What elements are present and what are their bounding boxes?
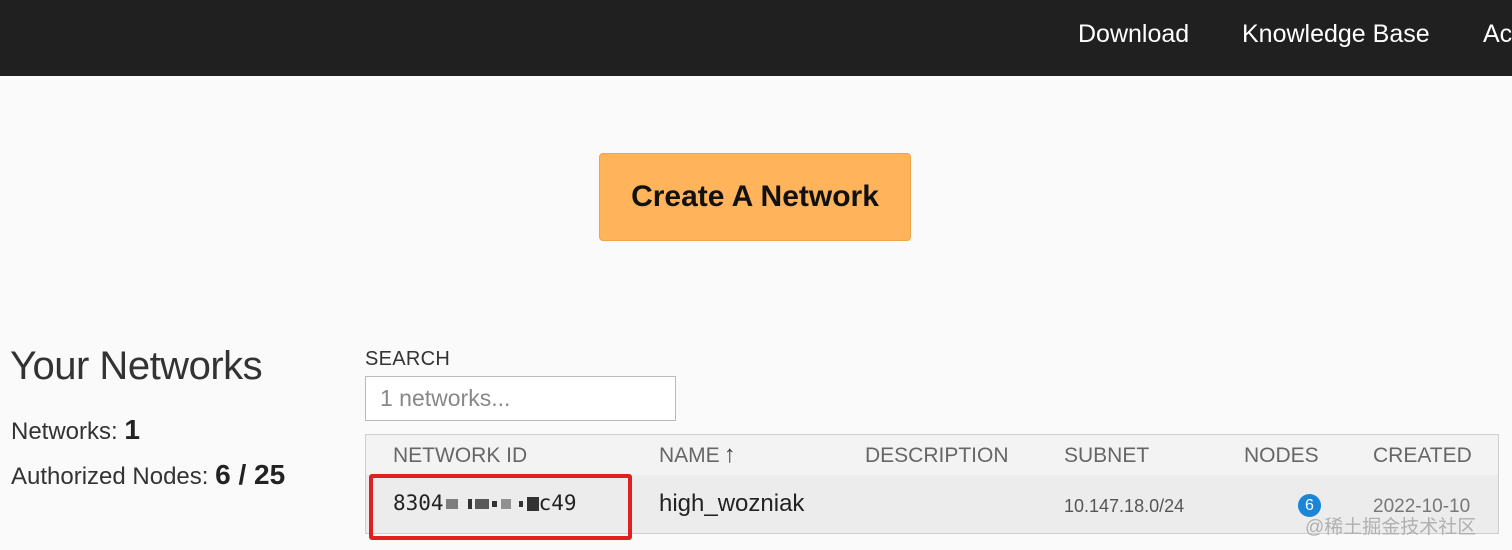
authorized-nodes-label: Authorized Nodes: <box>11 463 209 490</box>
network-id-suffix: c49 <box>538 491 577 515</box>
networks-count-value: 1 <box>124 414 140 445</box>
column-header-nodes[interactable]: NODES <box>1244 444 1319 467</box>
table-row[interactable]: 8304 c49 high_wozniak 10.147.18.0/24 6 20… <box>366 475 1498 533</box>
redacted-id-pixels <box>444 491 539 515</box>
created-date-cell: 2022-10-10 <box>1373 496 1471 517</box>
network-name-cell[interactable]: high_wozniak <box>659 490 805 517</box>
nav-knowledge-base-link[interactable]: Knowledge Base <box>1242 20 1430 48</box>
networks-table: NETWORK ID NAME↑ DESCRIPTION SUBNET NODE… <box>365 434 1499 534</box>
authorized-nodes-count: Authorized Nodes: 6 / 25 <box>11 459 285 491</box>
column-header-description[interactable]: DESCRIPTION <box>865 444 1009 467</box>
top-nav-bar: Download Knowledge Base Ac <box>0 0 1512 76</box>
column-header-name-label: NAME <box>659 444 720 467</box>
column-header-name[interactable]: NAME↑ <box>659 441 736 468</box>
column-header-network-id[interactable]: NETWORK ID <box>393 444 528 467</box>
create-network-button[interactable]: Create A Network <box>599 153 911 241</box>
networks-count: Networks: 1 <box>11 414 140 446</box>
nav-download-link[interactable]: Download <box>1078 20 1190 48</box>
network-id-prefix: 8304 <box>393 491 444 515</box>
authorized-nodes-value: 6 / 25 <box>215 459 286 490</box>
network-id-cell[interactable]: 8304 c49 <box>393 491 577 515</box>
search-input[interactable] <box>365 376 676 421</box>
sort-ascending-icon: ↑ <box>723 441 736 468</box>
column-header-created[interactable]: CREATED <box>1373 444 1472 467</box>
nav-account-link[interactable]: Ac <box>1483 20 1512 48</box>
search-label: SEARCH <box>365 348 451 370</box>
column-header-subnet[interactable]: SUBNET <box>1064 444 1150 467</box>
nodes-count-badge: 6 <box>1298 494 1321 517</box>
subnet-cell: 10.147.18.0/24 <box>1064 496 1185 516</box>
table-header: NETWORK ID NAME↑ DESCRIPTION SUBNET NODE… <box>366 435 1498 475</box>
page-title: Your Networks <box>10 344 263 388</box>
networks-count-label: Networks: <box>11 418 118 445</box>
watermark: @稀土掘金技术社区 <box>1305 517 1477 538</box>
